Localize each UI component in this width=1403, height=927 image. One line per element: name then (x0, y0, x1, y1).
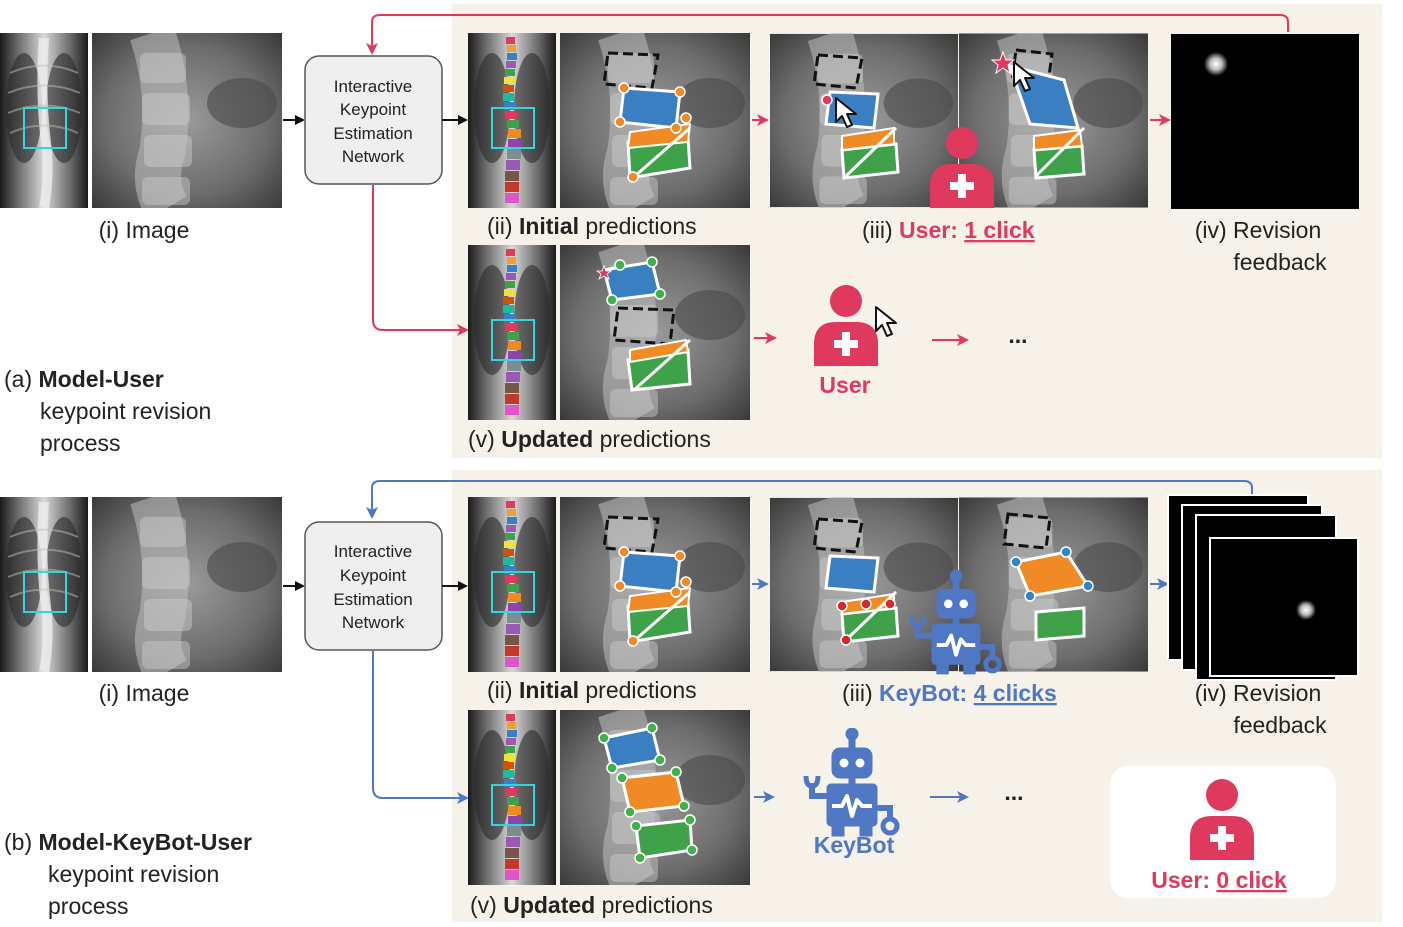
roi-box-b (23, 571, 67, 613)
updated-vertebrae-b (598, 722, 698, 864)
feedback-heat-blob-a (1204, 52, 1228, 76)
updated-vertebrae-a (595, 256, 692, 392)
updated-caption-a: (v) Updated predictions (468, 426, 711, 452)
image-caption-b: (i) Image (99, 680, 190, 706)
chest-xray-image-b (0, 497, 88, 672)
section-desc-line1-a: keypoint revision (40, 398, 211, 424)
network-line3-a: Estimation (333, 124, 412, 143)
arrow-network-to-updated-b (372, 651, 469, 804)
section-b-model-keybot-user: (i) Image Interactive Keypoint Estimatio… (0, 470, 1382, 922)
keybot-label-b: KeyBot (814, 832, 895, 858)
section-desc-line2-a: process (40, 430, 121, 456)
revision-caption-b: (iii) KeyBot: 4 clicks (842, 680, 1057, 706)
network-line4-a: Network (342, 147, 405, 166)
feedback-caption-line2-a: feedback (1233, 249, 1327, 275)
updated-roi-b (491, 784, 535, 826)
chest-xray-image-a (0, 33, 88, 208)
ellipsis-a: ... (1008, 322, 1027, 348)
initial-vertebrae-a (602, 51, 692, 183)
spine-crop-image-a (92, 33, 282, 208)
image-caption-a: (i) Image (99, 217, 190, 243)
updated-spine-b (468, 710, 556, 885)
feedback-loop-arrow-a (366, 14, 1289, 55)
revision-caption-a: (iii) User: 1 click (862, 217, 1035, 243)
initial-caption-b: (ii) Initial predictions (487, 677, 697, 703)
updated-spine-a (468, 245, 556, 420)
feedback-caption-line2-b: feedback (1233, 712, 1327, 738)
revision-vertebrae-a (812, 48, 1086, 180)
feedback-loop-arrow-b (366, 480, 1253, 519)
network-line1-b: Interactive (334, 542, 412, 561)
network-line3-b: Estimation (333, 590, 412, 609)
ellipsis-b: ... (1004, 779, 1023, 805)
section-a-model-user: (i) Image Interactive Keypoint Estimatio… (0, 4, 1382, 458)
initial-roi-a (491, 107, 535, 149)
network-line4-b: Network (342, 613, 405, 632)
network-line2-b: Keypoint (340, 566, 406, 585)
user-result-caption-b: User: 0 click (1151, 867, 1287, 893)
roi-box-a (23, 107, 67, 149)
arrow-network-to-updated-a (372, 185, 469, 336)
section-desc-line1-b: keypoint revision (48, 861, 219, 887)
spine-crop-image-b (92, 497, 282, 672)
initial-vertebrae-b (602, 515, 692, 647)
network-line1-a: Interactive (334, 77, 412, 96)
updated-roi-a (491, 319, 535, 361)
initial-caption-a: (ii) Initial predictions (487, 213, 697, 239)
feedback-caption-line1-b: (iv) Revision (1195, 680, 1322, 706)
feedback-caption-line1-a: (iv) Revision (1195, 217, 1322, 243)
section-label-b: (b) Model-KeyBot-User (4, 829, 252, 855)
initial-spine-b (468, 497, 556, 672)
feedback-heat-blob-b (1296, 600, 1316, 620)
revision-feedback-stack-b (1167, 494, 1359, 681)
user-label-a: User (819, 372, 870, 398)
section-desc-line2-b: process (48, 893, 129, 919)
updated-caption-b: (v) Updated predictions (470, 892, 713, 918)
network-line2-a: Keypoint (340, 100, 406, 119)
initial-roi-b (491, 571, 535, 613)
initial-spine-a (468, 33, 556, 208)
revision-vertebrae-b (812, 512, 1094, 646)
revision-feedback-map-a (1171, 34, 1359, 209)
section-label-a: (a) Model-User (4, 366, 164, 392)
